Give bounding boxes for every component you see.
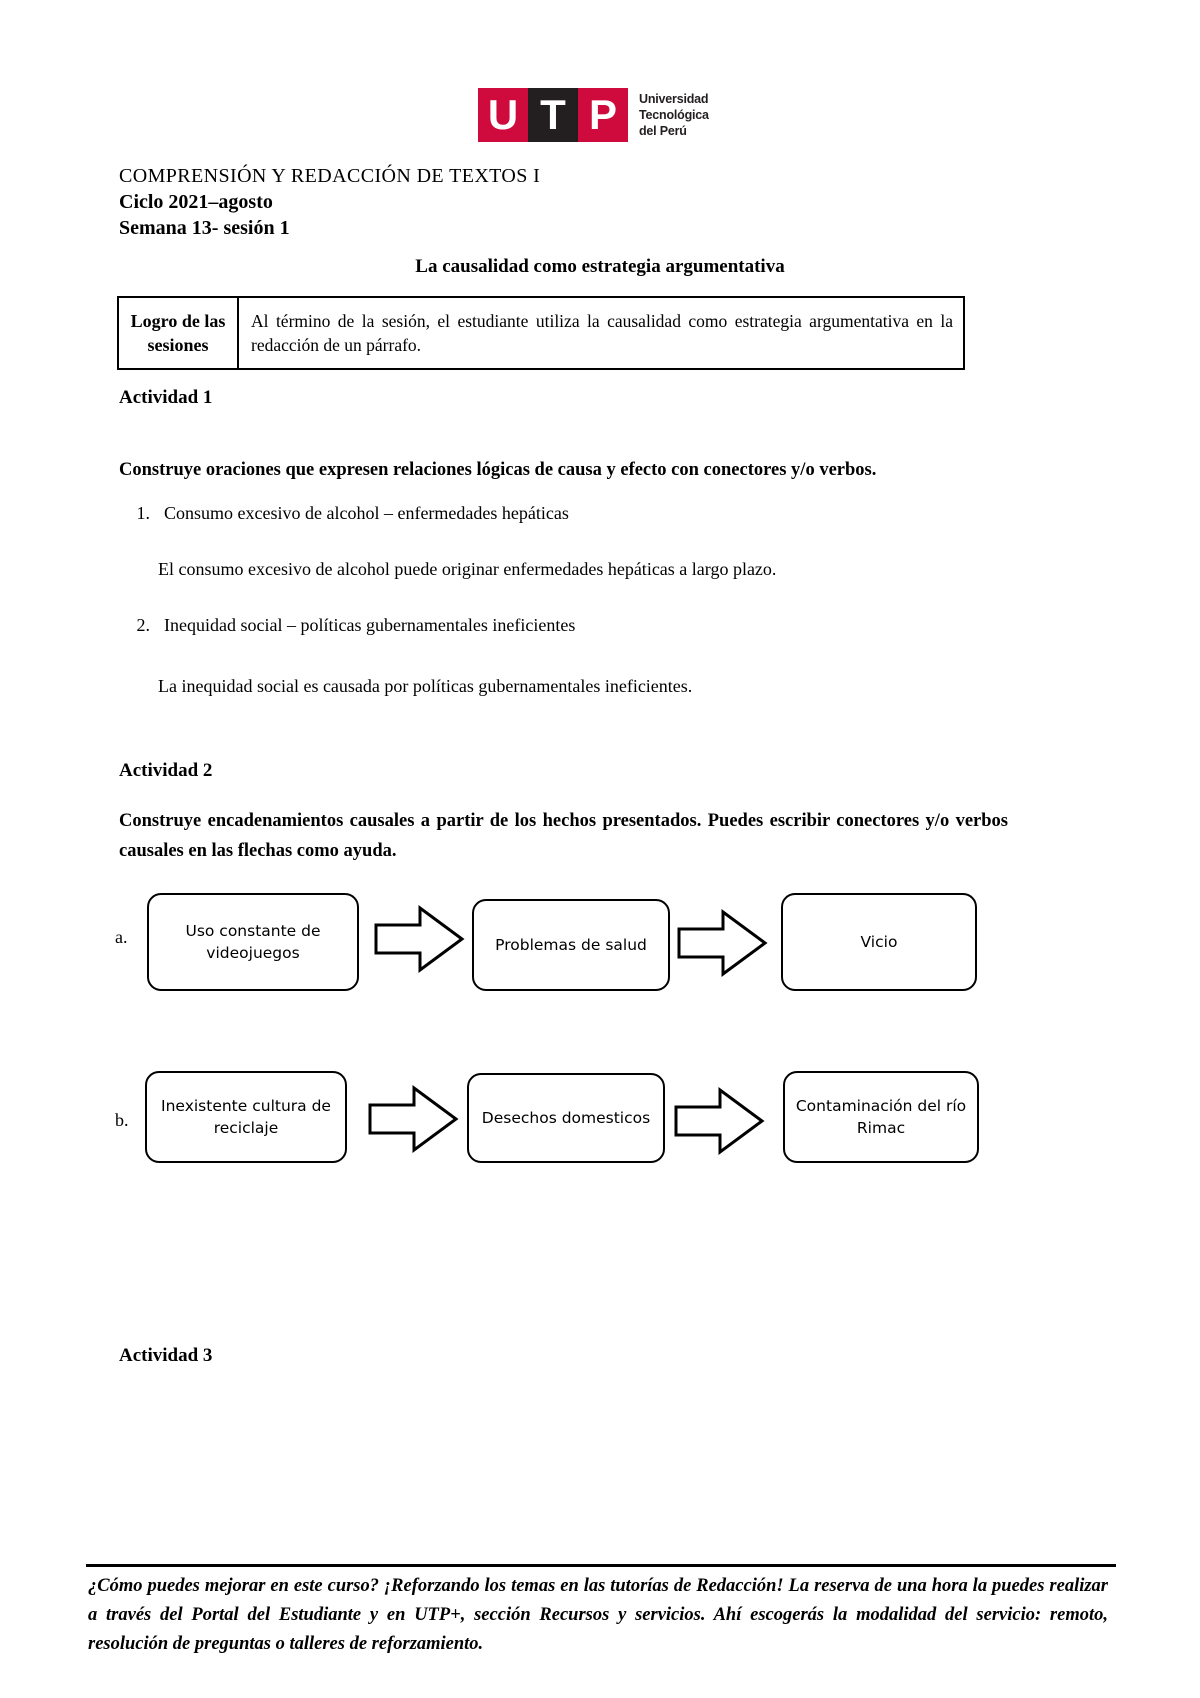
arrow-right-icon bbox=[373, 903, 465, 975]
list-item-text: Inequidad social – políticas gubernament… bbox=[164, 615, 576, 635]
chain-b-letter: b. bbox=[115, 1110, 129, 1130]
logo-letter-p: P bbox=[578, 88, 628, 142]
list-item-number: 2. bbox=[136, 615, 151, 635]
footer-note: ¿Cómo puedes mejorar en este curso? ¡Ref… bbox=[88, 1576, 1108, 1654]
activity-2-prompt: Construye encadenamientos causales a par… bbox=[119, 811, 1008, 861]
logro-text-cell: Al término de la sesión, el estudiante u… bbox=[251, 311, 953, 355]
utp-logo-blocks: U T P bbox=[478, 88, 628, 142]
chain-a-box-1[interactable]: Uso constante de videojuegos bbox=[147, 893, 359, 991]
chain-a-box-3[interactable]: Vicio bbox=[781, 893, 977, 991]
list-item: 1. Consumo excesivo de alcohol – enferme… bbox=[130, 503, 970, 524]
activity-3-heading: Actividad 3 bbox=[119, 1345, 213, 1366]
course-name: COMPRENSIÓN Y REDACCIÓN DE TEXTOS I bbox=[119, 165, 541, 187]
activity-2-heading: Actividad 2 bbox=[119, 760, 213, 781]
utp-logo: U T P Universidad Tecnológica del Perú bbox=[478, 88, 709, 142]
logo-tagline-line2: Tecnológica bbox=[639, 107, 709, 122]
logro-label-cell: Logro de las sesiones bbox=[119, 298, 239, 368]
answer-text: El consumo excesivo de alcohol puede ori… bbox=[158, 559, 777, 579]
chain-b-box-1[interactable]: Inexistente cultura de reciclaje bbox=[145, 1071, 347, 1163]
activity-1-heading: Actividad 1 bbox=[119, 387, 213, 408]
chain-b-box-3[interactable]: Contaminación del río Rimac bbox=[783, 1071, 979, 1163]
chain-a-box-2[interactable]: Problemas de salud bbox=[472, 899, 670, 991]
arrow-right-icon bbox=[676, 907, 768, 979]
logo-letter-t: T bbox=[528, 88, 578, 142]
logo-tagline-line1: Universidad bbox=[639, 91, 709, 106]
answer-text: La inequidad social es causada por polít… bbox=[158, 676, 693, 696]
logo-tagline-line3: del Perú bbox=[639, 124, 687, 139]
cycle-label: Ciclo 2021–agosto bbox=[119, 191, 273, 213]
session-label: Semana 13- sesión 1 bbox=[119, 217, 290, 239]
activity-1-prompt: Construye oraciones que expresen relacio… bbox=[119, 460, 877, 480]
list-item-number: 1. bbox=[136, 503, 151, 523]
page-title: La causalidad como estrategia argumentat… bbox=[415, 256, 785, 277]
logro-table: Logro de las sesiones Al término de la s… bbox=[117, 296, 965, 370]
list-item-text: Consumo excesivo de alcohol – enfermedad… bbox=[164, 503, 569, 523]
causal-chain-a: a. Uso constante de videojuegos Problema… bbox=[115, 885, 995, 1005]
arrow-right-icon bbox=[367, 1083, 459, 1155]
causal-chain-b: b. Inexistente cultura de reciclaje Dese… bbox=[115, 1065, 995, 1185]
chain-a-letter: a. bbox=[115, 927, 128, 947]
arrow-right-icon bbox=[673, 1085, 765, 1157]
list-item: 2. Inequidad social – políticas gubernam… bbox=[130, 615, 970, 636]
chain-b-box-2[interactable]: Desechos domesticos bbox=[467, 1073, 665, 1163]
logo-letter-u: U bbox=[478, 88, 528, 142]
logo-tagline: Universidad Tecnológica del Perú bbox=[639, 91, 709, 140]
footer-divider bbox=[86, 1564, 1116, 1567]
